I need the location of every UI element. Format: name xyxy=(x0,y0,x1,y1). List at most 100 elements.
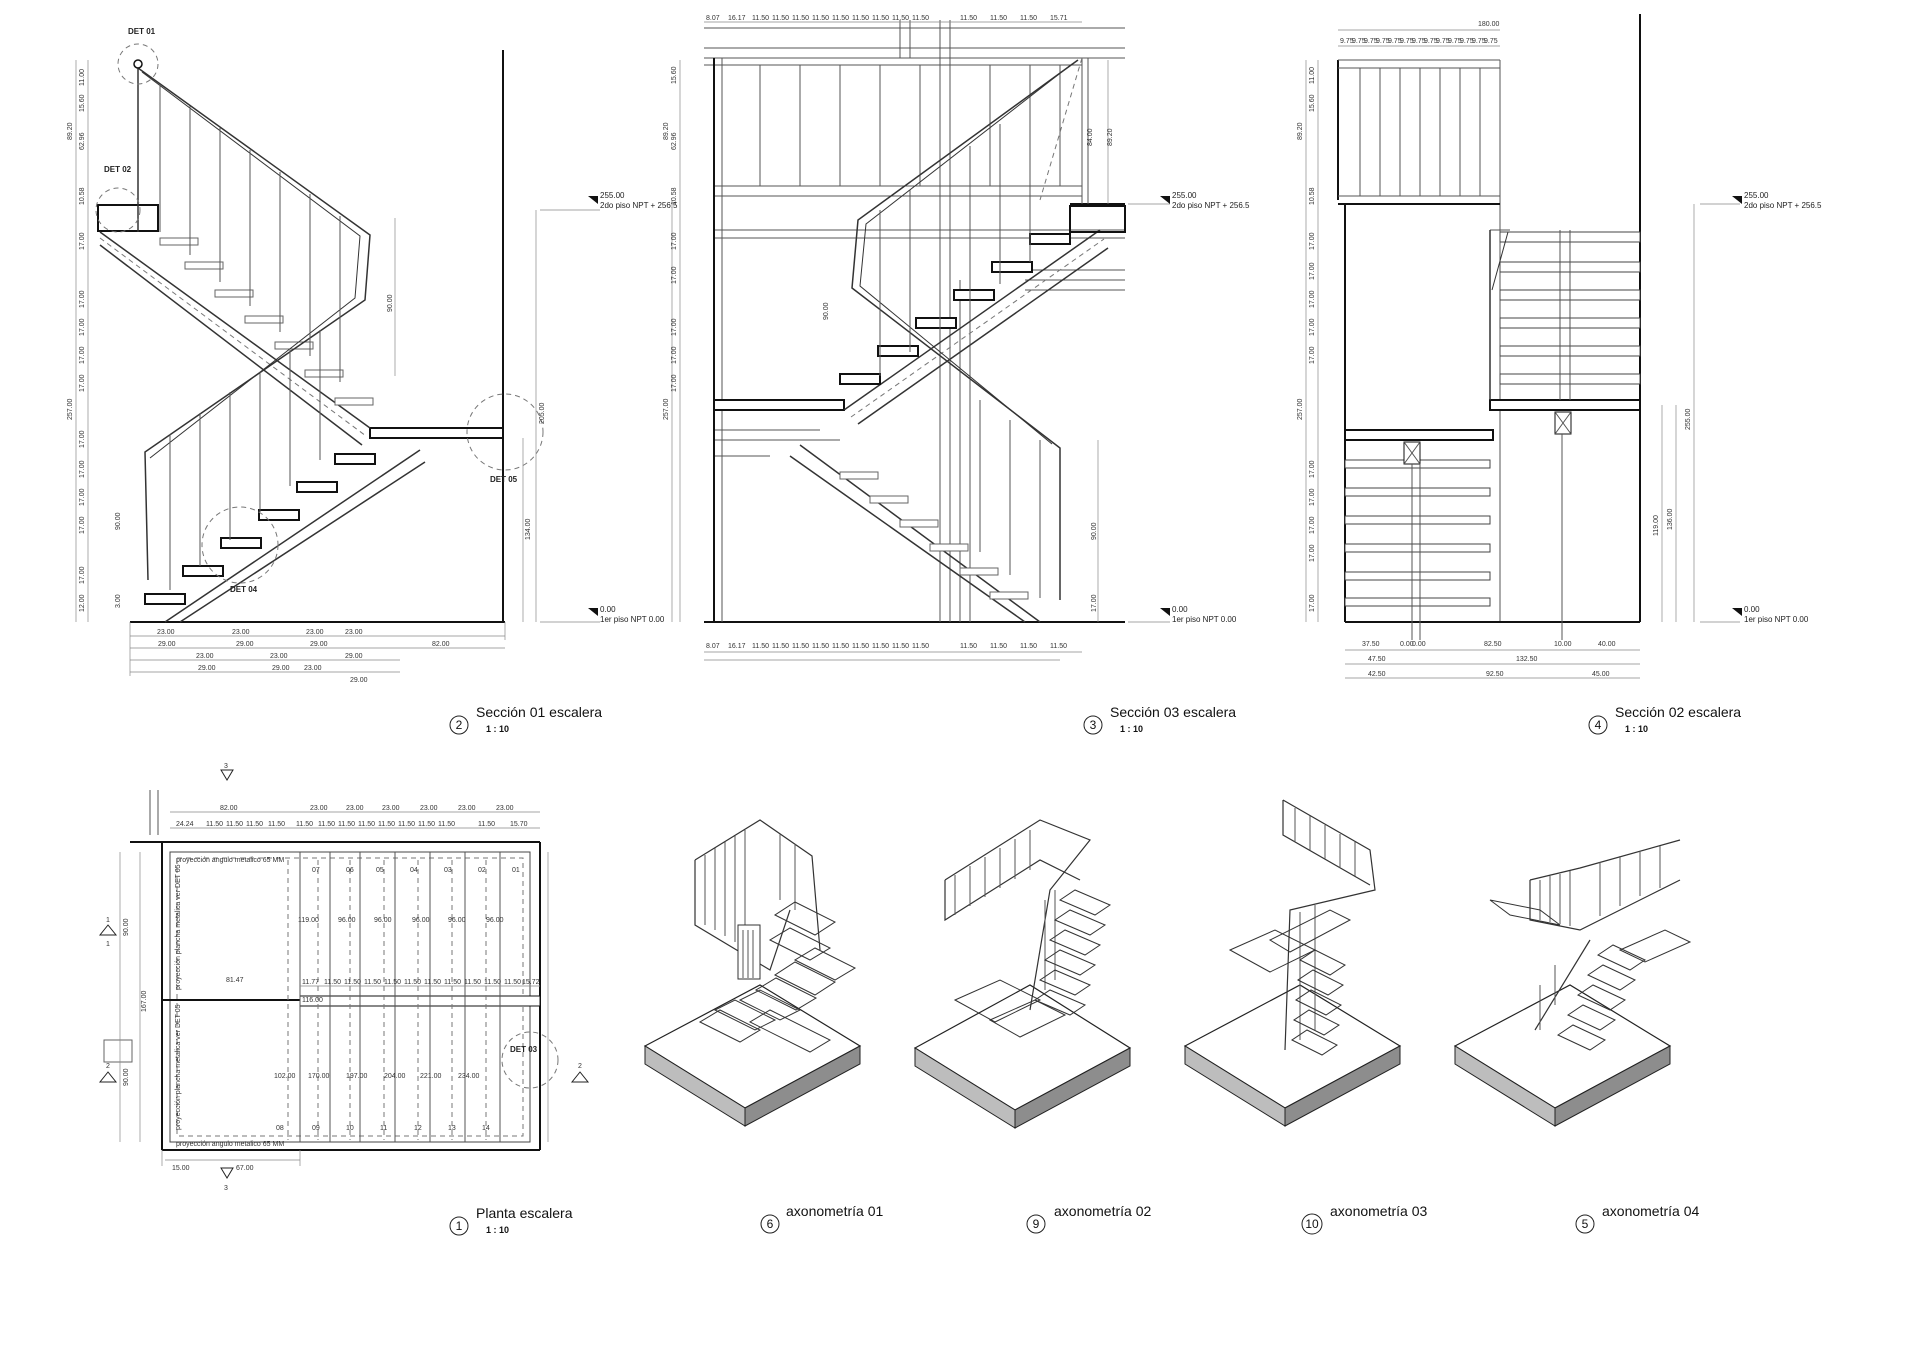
s02-dim-left: 257.00 xyxy=(1297,398,1304,420)
plan-dim-mid: 11.50 xyxy=(404,979,421,986)
s02-level-lower-label: 1er piso NPT 0.00 xyxy=(1744,615,1809,624)
cut-marker-icon xyxy=(98,1071,118,1083)
plan-dim-top: 82.00 xyxy=(220,805,238,812)
s02-level-upper-value: 255.00 xyxy=(1744,191,1769,200)
plan-dim-top2: 11.50 xyxy=(206,821,223,828)
plan-step-length: 234.00 xyxy=(458,1073,480,1080)
s03-dim-bottom: 16.17 xyxy=(728,643,746,650)
s01-dim-left: 17.00 xyxy=(79,488,86,506)
s03-dim-mid: 84.00 xyxy=(1087,128,1094,146)
view-title-axo-02: 9 axonometría 02 xyxy=(1026,1203,1151,1234)
s01-dim-left: 257.00 xyxy=(67,398,74,420)
plan-step-number: 01 xyxy=(512,867,520,874)
cut-mark-label: 1 xyxy=(106,941,110,948)
s02-dim-top: 9.75 xyxy=(1364,38,1378,45)
cut-marker-icon xyxy=(570,1071,590,1083)
s01-dim-bottom: 29.00 xyxy=(310,641,328,648)
plan-dim-top2: 24.24 xyxy=(176,821,194,828)
s02-dim-left: 17.00 xyxy=(1309,262,1316,280)
cut-mark-label: 2 xyxy=(106,1063,110,1070)
s02-dim-top: 9.75 xyxy=(1460,38,1474,45)
s03-dim-bottom: 11.50 xyxy=(792,643,809,650)
s02-dim-right: 119.00 xyxy=(1653,515,1660,536)
plan-note: proyección plancha metalica ver DET 05 xyxy=(175,864,182,990)
s02-dim-bottom: 45.00 xyxy=(1592,671,1610,678)
level-marker-icon xyxy=(1160,608,1170,616)
s03-dim-mid: 90.00 xyxy=(1091,522,1098,540)
s02-dim-left: 17.00 xyxy=(1309,594,1316,612)
s03-dim-left: 17.00 xyxy=(671,374,678,392)
plan-dim-top: 23.00 xyxy=(496,805,514,812)
level-marker-icon xyxy=(588,196,598,204)
det-04-label: DET 04 xyxy=(230,585,258,594)
s01-dim-left: 15.60 xyxy=(79,94,86,112)
plan-dim-mid: 11.50 xyxy=(444,979,461,986)
plan-dim-left: 90.00 xyxy=(123,1068,130,1086)
plan-step-number: 06 xyxy=(346,867,354,874)
plan-small-dim: 116.00 xyxy=(302,997,323,1004)
s02-dim-right: 136.00 xyxy=(1667,508,1674,530)
plan-step-length: 96.00 xyxy=(448,917,466,924)
plan-step-number: 13 xyxy=(448,1125,456,1132)
s01-dim-left: 17.00 xyxy=(79,318,86,336)
s03-dim-top: 11.50 xyxy=(772,15,789,22)
s03-dim-top: 11.50 xyxy=(960,15,977,22)
plan-dim-top2: 11.50 xyxy=(338,821,355,828)
plan-step-number: 12 xyxy=(414,1125,422,1132)
view-scale: 1 : 10 xyxy=(1120,724,1143,734)
plan-dim-mid: 81.47 xyxy=(226,977,244,984)
s01-dim-bottom: 23.00 xyxy=(196,653,214,660)
s03-dim-mid: 17.00 xyxy=(1091,594,1098,612)
section-03-labels: 8.07 16.17 11.50 11.50 11.50 11.50 11.50… xyxy=(663,15,1250,650)
axonometry-04 xyxy=(1453,839,1692,1127)
s01-dim-right: 205.00 xyxy=(539,402,546,424)
s03-dim-mid: 89.20 xyxy=(1107,128,1114,146)
s03-dim-left: 10.58 xyxy=(671,187,678,205)
plan-dim-mid: 11.50 xyxy=(324,979,341,986)
s01-level-upper-label: 2do piso NPT + 256.5 xyxy=(600,201,678,210)
s02-dim-bottom: 47.50 xyxy=(1368,656,1386,663)
s02-level-upper-label: 2do piso NPT + 256.5 xyxy=(1744,201,1822,210)
view-number: 9 xyxy=(1033,1217,1040,1231)
plan-dim-top2: 11.50 xyxy=(318,821,335,828)
s01-dim-bottom: 23.00 xyxy=(345,629,363,636)
cut-mark-label: 3 xyxy=(224,763,228,770)
plan-dim-top: 23.00 xyxy=(420,805,438,812)
s02-level-lower-value: 0.00 xyxy=(1744,605,1760,614)
s02-dim-top: 9.75 xyxy=(1436,38,1450,45)
plan-step-number: 02 xyxy=(478,867,486,874)
s02-dim-bottom: 0.00 xyxy=(1400,641,1414,648)
s01-dim-bottom: 23.00 xyxy=(306,629,324,636)
s03-dim-bottom: 11.50 xyxy=(1020,643,1037,650)
plan-step-number: 14 xyxy=(482,1125,490,1132)
s01-dim-left: 10.58 xyxy=(79,187,86,205)
s02-dim-right: 255.00 xyxy=(1685,408,1692,430)
s01-dim-left: 17.00 xyxy=(79,232,86,250)
s03-dim-left: 62.96 xyxy=(671,132,678,150)
section-01-drawing xyxy=(75,43,600,676)
s01-dim-bottom: 29.00 xyxy=(350,677,368,684)
s01-dim-left: 62.96 xyxy=(79,132,86,150)
plan-step-length: 197.00 xyxy=(346,1073,368,1080)
section-03-drawing xyxy=(671,20,1170,661)
s02-dim-left: 17.00 xyxy=(1309,516,1316,534)
s01-dim-left: 17.00 xyxy=(79,430,86,448)
s03-dim-bottom: 11.50 xyxy=(990,643,1007,650)
view-number-circle xyxy=(449,1216,469,1236)
plan-dim-top2: 11.50 xyxy=(478,821,495,828)
s02-dim-top: 9.75 xyxy=(1376,38,1390,45)
s02-dim-bottom: 92.50 xyxy=(1486,671,1504,678)
s01-dim-mid: 3.00 xyxy=(115,594,122,608)
plan-dim-top2: 11.50 xyxy=(398,821,415,828)
view-number: 6 xyxy=(767,1217,774,1231)
plan-step-length: 204.00 xyxy=(384,1073,406,1080)
s02-dim-left: 10.58 xyxy=(1309,187,1316,205)
section-01-labels: DET 01 DET 02 DET 04 DET 05 11.00 15.60 … xyxy=(67,27,678,684)
s03-dim-left: 17.00 xyxy=(671,266,678,284)
s03-dim-left: 17.00 xyxy=(671,346,678,364)
view-number-circle xyxy=(1026,1214,1046,1234)
s01-dim-left: 17.00 xyxy=(79,566,86,584)
cut-mark-label: 1 xyxy=(106,917,110,924)
view-number: 3 xyxy=(1090,718,1097,732)
s01-dim-right: 134.00 xyxy=(525,518,532,540)
